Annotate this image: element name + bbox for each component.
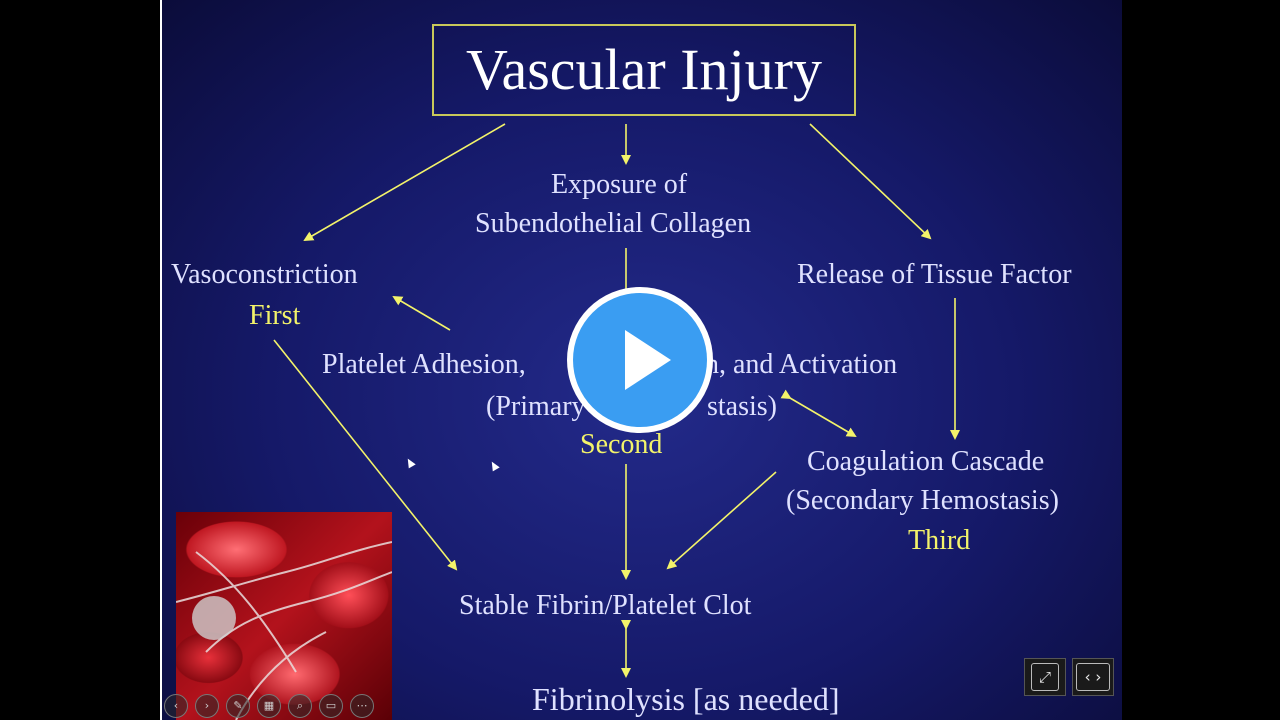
fit-icon: ⤢ <box>1038 668 1051 686</box>
play-icon <box>625 330 671 390</box>
slide-left-edge <box>160 0 162 720</box>
corner-controls: ⤢ ‹ › <box>1024 658 1114 696</box>
fibrin-strands <box>176 541 392 720</box>
fibrinolysis-label: Fibrinolysis [as needed] <box>532 681 840 717</box>
zoom-icon[interactable]: ⌕ <box>288 694 312 718</box>
second-label: Second <box>580 429 663 460</box>
navigation-button[interactable]: ‹ › <box>1072 658 1114 696</box>
slide-title: Vascular Injury <box>466 37 822 102</box>
third-label: Third <box>908 525 971 556</box>
title-box: Vascular Injury <box>432 24 856 116</box>
exposure-line2: Subendothelial Collagen <box>475 208 752 239</box>
fit-to-window-button[interactable]: ⤢ <box>1024 658 1066 696</box>
prev-icon[interactable]: ‹ <box>164 694 188 718</box>
cursor-icon <box>404 456 416 469</box>
play-button[interactable] <box>567 287 713 433</box>
coag-line2: (Secondary Hemostasis) <box>786 485 1059 516</box>
arrow-platelet-coag-bidirectional <box>780 389 857 438</box>
arrow-title-to-tissue-factor <box>809 123 932 240</box>
slides-grid-icon[interactable]: ▦ <box>257 694 281 718</box>
primary-label-right: stasis) <box>707 391 777 422</box>
play-circle <box>573 293 707 427</box>
coag-line1: Coagulation Cascade <box>807 446 1045 477</box>
chevrons-icon: ‹ › <box>1084 668 1102 686</box>
primary-label-left: (Primary <box>486 391 586 422</box>
arrow-coag-to-clot <box>666 471 777 570</box>
subtitles-icon[interactable]: ▭ <box>319 694 343 718</box>
tissue-factor-label: Release of Tissue Factor <box>797 259 1072 290</box>
platelet-label-right: n, and Activation <box>705 349 898 380</box>
arrow-platelet-to-vasoconstriction <box>392 295 451 331</box>
platelet-shape <box>192 596 236 640</box>
cursor-icon <box>488 459 500 472</box>
exposure-line1: Exposure of <box>551 169 688 200</box>
next-icon[interactable]: › <box>195 694 219 718</box>
presentation-toolbar: ‹ › ✎ ▦ ⌕ ▭ ⋯ <box>164 694 374 718</box>
vasoconstriction-label: Vasoconstriction <box>171 259 358 290</box>
more-icon[interactable]: ⋯ <box>350 694 374 718</box>
clot-label: Stable Fibrin/Platelet Clot <box>459 590 752 621</box>
red-blood-cells-photo <box>176 512 392 720</box>
first-label: First <box>249 300 301 331</box>
platelet-label-left: Platelet Adhesion, <box>322 349 526 380</box>
pen-icon[interactable]: ✎ <box>226 694 250 718</box>
